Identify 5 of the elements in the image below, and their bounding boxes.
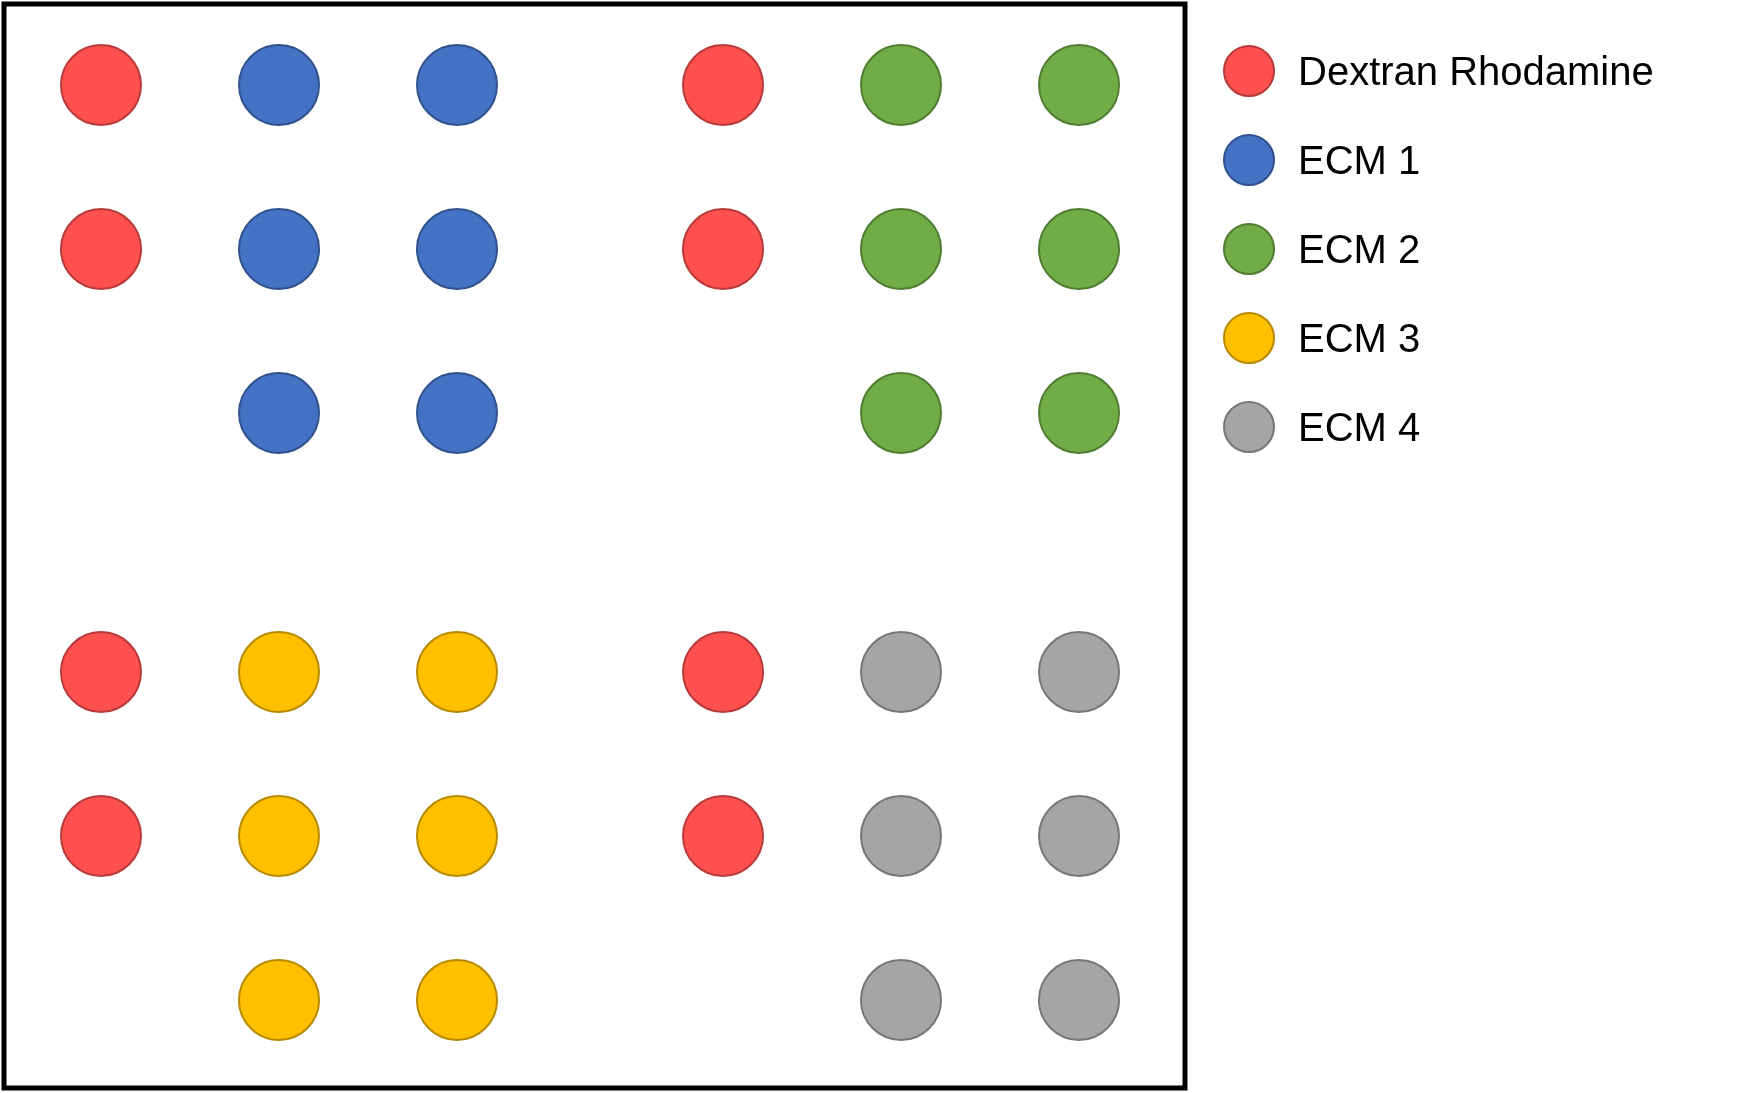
legend-label: ECM 2 xyxy=(1298,226,1421,273)
legend-label: ECM 4 xyxy=(1298,404,1421,451)
legend-label: ECM 1 xyxy=(1298,137,1421,184)
legend-label: ECM 3 xyxy=(1298,315,1421,362)
legend-label: Dextran Rhodamine xyxy=(1298,48,1654,95)
